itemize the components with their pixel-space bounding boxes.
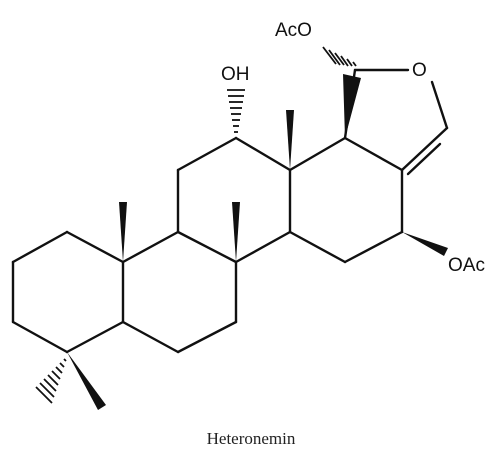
hashed-bonds [35,46,357,404]
compound-name: Heteronemin [207,429,296,448]
acetoxy-top-hash [322,46,357,67]
ring-d [288,136,404,264]
ring-a [11,230,125,354]
label-ring-oxygen: O [412,60,427,81]
methyl-gem-left [35,358,67,404]
methyl-gem-right [67,352,106,410]
label-hydroxyl: OH [221,64,250,85]
methyl-c13 [286,110,294,170]
wedge-oac-right [402,232,448,256]
h-c14 [343,74,361,138]
label-acetoxy-right: OAc [448,255,485,276]
methyl-c10 [119,202,127,262]
ring-b [121,230,238,354]
methyl-wedges [67,74,448,410]
ring-c [176,136,292,264]
hydroxyl-hash [227,89,245,133]
label-acetoxy-top: AcO [275,20,312,41]
atom-labels: AcO OH O OAc [221,20,485,276]
methyl-c8 [232,202,240,262]
ring-e [343,68,449,176]
